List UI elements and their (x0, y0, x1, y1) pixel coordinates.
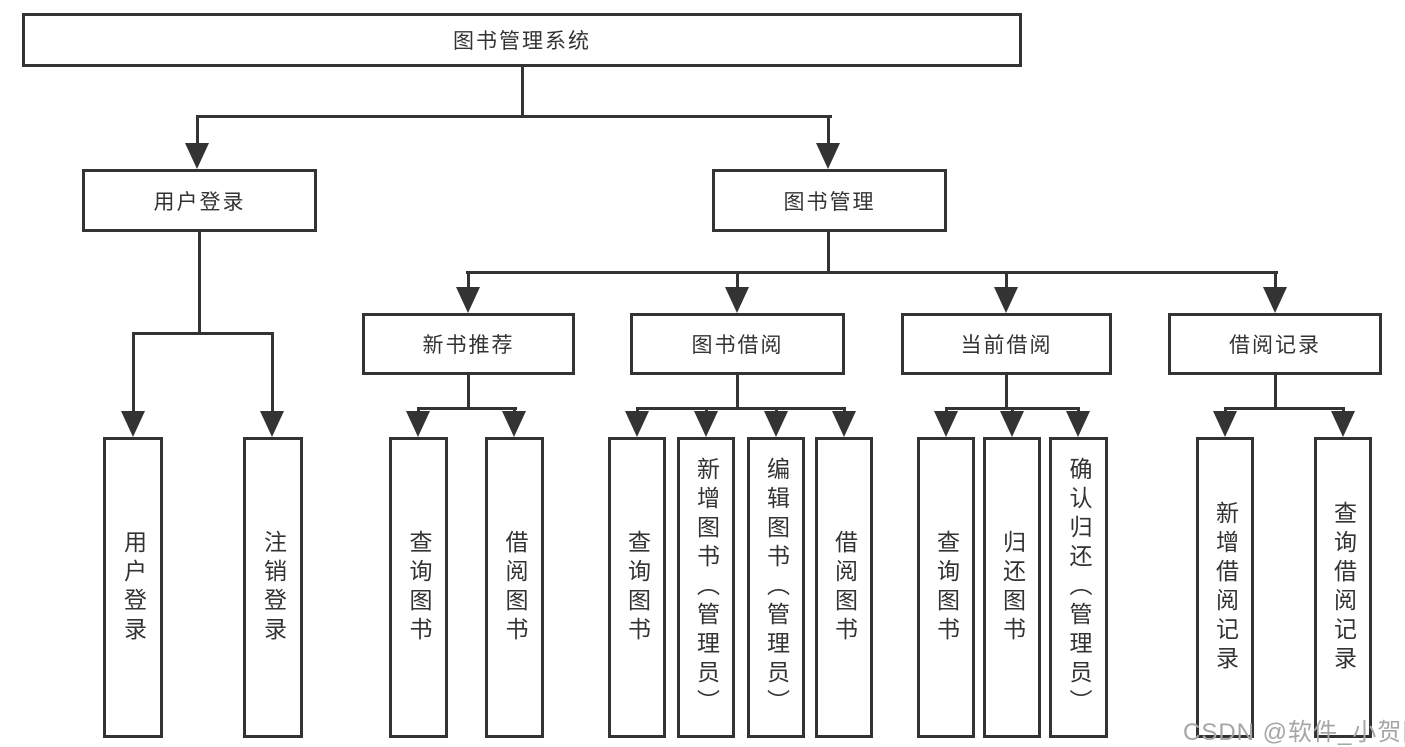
node-label: 当前借阅 (960, 334, 1053, 357)
connector-stem (736, 271, 739, 291)
connector-stem (132, 332, 135, 414)
connector-stem (1274, 271, 1277, 291)
node-label: 查询借阅记录 (1330, 500, 1357, 675)
leaf-borrowmod-query-books: 查询图书 (608, 437, 666, 738)
node-book-borrowing: 图书借阅 (630, 313, 845, 375)
connector-stem (198, 231, 201, 334)
leaf-current-return-books: 归还图书 (983, 437, 1041, 738)
arrow-down-icon (121, 411, 145, 437)
node-label: 注销登录 (260, 529, 287, 646)
connector-branch (1224, 407, 1345, 410)
connector-stem (736, 374, 739, 410)
leaf-logout: 注销登录 (243, 437, 303, 738)
arrow-down-icon (994, 287, 1018, 313)
arrow-down-icon (934, 411, 958, 437)
arrow-down-icon (694, 411, 718, 437)
node-new-book-recommend: 新书推荐 (362, 313, 575, 375)
node-label: 查询图书 (406, 529, 432, 646)
connector-stem (467, 374, 470, 410)
arrow-down-icon (1213, 411, 1237, 437)
arrow-down-icon (1331, 411, 1355, 437)
node-label: 借阅图书 (831, 529, 858, 646)
node-label: 新增借阅记录 (1212, 500, 1239, 675)
node-library-system: 图书管理系统 (22, 13, 1022, 67)
connector-stem (1005, 374, 1008, 410)
arrow-down-icon (625, 411, 649, 437)
arrow-down-icon (1066, 411, 1090, 437)
leaf-current-query-books: 查询图书 (917, 437, 975, 738)
leaf-borrowmod-edit-books-admin: 编辑图书（管理员） (747, 437, 805, 738)
node-label: 用户登录 (153, 190, 246, 214)
connector-stem (196, 115, 199, 147)
arrow-down-icon (816, 143, 840, 169)
arrow-down-icon (832, 411, 856, 437)
arrow-down-icon (406, 411, 430, 437)
node-label: 借阅记录 (1229, 334, 1321, 357)
connector-branch (196, 115, 832, 118)
connector-stem (271, 332, 274, 414)
node-label: 查询图书 (933, 529, 960, 646)
connector-branch (417, 407, 517, 410)
node-label: 借阅图书 (502, 529, 528, 646)
leaf-records-query-record: 查询借阅记录 (1314, 437, 1372, 738)
node-label: 新书推荐 (422, 334, 515, 357)
node-borrow-records: 借阅记录 (1168, 313, 1382, 375)
node-label: 归还图书 (999, 529, 1026, 646)
node-label: 图书管理系统 (453, 30, 591, 53)
node-label: 新增图书（管理员） (693, 457, 720, 718)
node-label: 确认归还（管理员） (1066, 457, 1092, 718)
arrow-down-icon (456, 287, 480, 313)
node-label: 图书借阅 (691, 334, 784, 357)
leaf-borrowmod-add-books-admin: 新增图书（管理员） (677, 437, 735, 738)
node-label: 编辑图书（管理员） (763, 457, 790, 718)
connector-branch (636, 407, 846, 410)
arrow-down-icon (502, 411, 526, 437)
leaf-records-add-record: 新增借阅记录 (1196, 437, 1254, 738)
arrow-down-icon (1000, 411, 1024, 437)
leaf-current-confirm-return-admin: 确认归还（管理员） (1049, 437, 1108, 738)
connector-stem (521, 67, 524, 117)
node-label: 图书管理 (783, 190, 876, 214)
arrow-down-icon (1263, 287, 1287, 313)
connector-branch (466, 271, 1278, 274)
connector-stem (827, 115, 830, 147)
connector-stem (827, 231, 830, 274)
node-label: 用户登录 (120, 529, 147, 646)
connector-stem (467, 271, 470, 291)
arrow-down-icon (764, 411, 788, 437)
node-user-login: 用户登录 (82, 169, 317, 232)
connector-branch (132, 332, 274, 335)
arrow-down-icon (725, 287, 749, 313)
connector-stem (1274, 374, 1277, 410)
leaf-newbook-borrow-books: 借阅图书 (485, 437, 544, 738)
arrow-down-icon (185, 143, 209, 169)
arrow-down-icon (260, 411, 284, 437)
leaf-newbook-query-books: 查询图书 (389, 437, 448, 738)
csdn-watermark: CSDN @软件_小贺同学 (1183, 719, 1405, 746)
node-book-management: 图书管理 (712, 169, 947, 232)
node-label: 查询图书 (624, 529, 651, 646)
leaf-user-login: 用户登录 (103, 437, 163, 738)
connector-stem (1005, 271, 1008, 291)
leaf-borrowmod-borrow-books: 借阅图书 (815, 437, 873, 738)
node-current-borrowing: 当前借阅 (901, 313, 1112, 375)
